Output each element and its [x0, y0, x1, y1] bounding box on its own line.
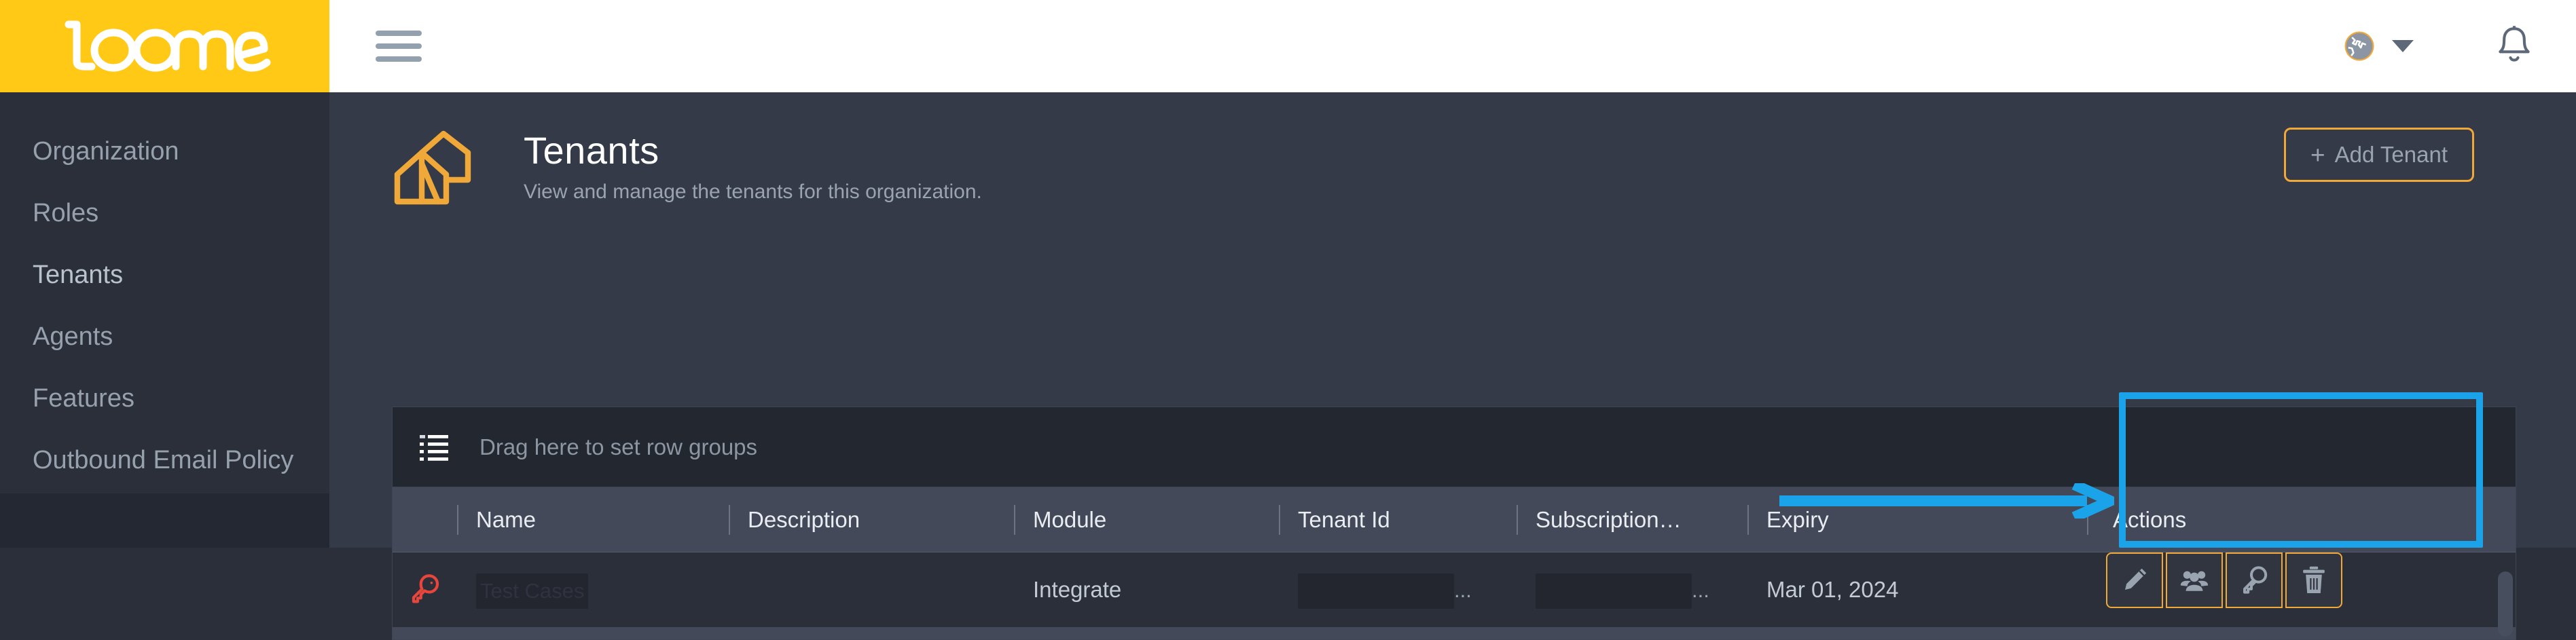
cell-tenant-id-value [1298, 573, 1454, 609]
plus-icon: + [2310, 140, 2325, 169]
row-group-icon [420, 434, 448, 461]
sidebar-item-label: Features [33, 384, 134, 413]
column-header-module[interactable]: Module [1014, 487, 1279, 552]
trash-icon [2303, 566, 2325, 593]
cell-subscription-value [1536, 573, 1692, 609]
notifications-button[interactable] [2492, 22, 2537, 71]
cell-subscription-ellipsis: ... [1692, 578, 1709, 602]
users-icon [2180, 571, 2209, 591]
cell-actions [2087, 552, 2440, 627]
cell-expiry: Mar 01, 2024 [1766, 577, 1899, 602]
globe-icon [2344, 31, 2374, 61]
chevron-down-icon [2392, 40, 2414, 52]
page-header: Tenants View and manage the tenants for … [329, 92, 2576, 214]
sidebar-item-organization[interactable]: Organization [0, 121, 329, 183]
page-title: Tenants [524, 128, 659, 172]
top-bar-actions [2342, 22, 2576, 71]
column-header-status[interactable] [393, 487, 457, 552]
cell-tenant-id-ellipsis: ... [1454, 578, 1472, 602]
brand-logo[interactable] [0, 0, 329, 92]
delete-tenant-button[interactable] [2285, 552, 2342, 608]
column-header-expiry[interactable]: Expiry [1747, 487, 2087, 552]
add-tenant-button[interactable]: + Add Tenant [2284, 128, 2474, 182]
row-action-buttons [2087, 552, 2440, 608]
top-bar [0, 0, 2576, 92]
sidebar-item-label: Roles [33, 199, 99, 227]
sidebar-item-features[interactable]: Features [0, 368, 329, 430]
sidebar-item-roles[interactable]: Roles [0, 183, 329, 244]
sidebar-item-label: Organization [33, 137, 179, 166]
cell-description [729, 552, 1014, 627]
cell-subscription: ... [1517, 552, 1747, 627]
key-icon [2243, 566, 2268, 594]
cell-name: Test Cases [457, 552, 729, 627]
sidebar-item-label: Agents [33, 322, 113, 351]
language-selector[interactable] [2342, 29, 2414, 64]
column-header-description[interactable]: Description [729, 487, 1014, 552]
hamburger-line [376, 43, 422, 49]
column-header-tenant-id[interactable]: Tenant Id [1279, 487, 1517, 552]
sidebar-item-outbound-email-policy[interactable]: Outbound Email Policy [0, 430, 329, 491]
manage-users-button[interactable] [2166, 552, 2223, 608]
bell-icon [2499, 26, 2530, 62]
hamburger-line [376, 56, 422, 62]
row-group-drop-zone[interactable]: Drag here to set row groups [393, 407, 2516, 487]
column-header-actions[interactable]: Actions [2087, 487, 2440, 552]
edit-tenant-button[interactable] [2106, 552, 2163, 608]
pencil-icon [2125, 568, 2147, 590]
sidebar-footer [0, 493, 329, 548]
cell-tenant-id: ... [1279, 552, 1517, 627]
main-content: Tenants View and manage the tenants for … [329, 92, 2576, 640]
hamburger-icon[interactable] [376, 31, 422, 62]
sidebar-item-agents[interactable]: Agents [0, 306, 329, 368]
tenant-house-icon [392, 123, 495, 210]
key-icon-red [412, 574, 439, 603]
table-row[interactable]: Test Cases Integrate ... ... Mar 01, 202… [393, 552, 2516, 627]
sidebar-item-label: Outbound Email Policy [33, 446, 294, 474]
hamburger-line [376, 31, 422, 36]
column-header-subscription[interactable]: Subscription… [1517, 487, 1747, 552]
permissions-button[interactable] [2226, 552, 2283, 608]
cell-name-value: Test Cases [476, 573, 589, 609]
page-subtitle: View and manage the tenants for this org… [524, 181, 982, 204]
grid-header-row: Name Description Module Tenant Id Subscr… [393, 487, 2516, 552]
row-group-placeholder: Drag here to set row groups [479, 434, 758, 459]
table-row[interactable] [393, 627, 2516, 639]
column-header-name[interactable]: Name [457, 487, 729, 552]
sidebar-item-label: Tenants [33, 261, 124, 289]
sidebar: Organization Roles Tenants Agents Featur… [0, 92, 329, 548]
add-tenant-label: Add Tenant [2334, 142, 2448, 167]
cell-module: Integrate [1033, 577, 1122, 602]
row-status-key-icon[interactable] [393, 573, 457, 607]
grid-vertical-scrollbar[interactable] [2498, 571, 2513, 637]
tenants-grid: Drag here to set row groups Name Descrip… [392, 407, 2516, 640]
sidebar-item-tenants[interactable]: Tenants [0, 244, 329, 306]
